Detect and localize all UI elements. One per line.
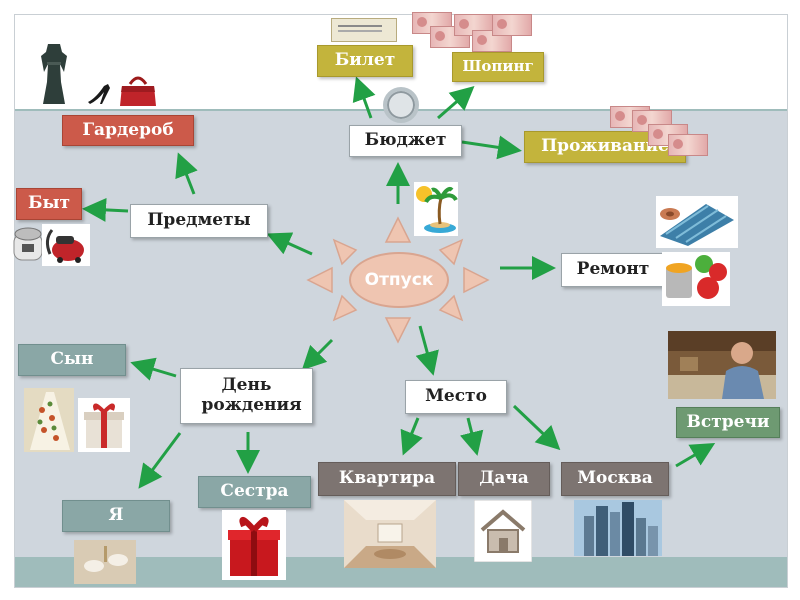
node-shopping: Шопинг (452, 52, 544, 82)
node-moscow: Москва (561, 462, 669, 496)
node-me: Я (62, 500, 170, 532)
gift-box-icon (222, 510, 286, 580)
node-dacha: Дача (458, 462, 550, 496)
node-ticket: Билет (317, 45, 413, 77)
heels-icon (88, 84, 110, 104)
moscow-city-icon (574, 500, 662, 556)
paint-cans-icon (662, 252, 730, 306)
node-accommodation: Проживание (524, 131, 686, 163)
man-photo-icon (668, 331, 776, 399)
arrow-budget-to-shopping (437, 86, 475, 120)
sun-ray (438, 238, 464, 266)
node-budget: Бюджет (349, 125, 462, 157)
arrow-budget-to-ticket (352, 76, 376, 119)
banquet-table-icon (24, 388, 74, 452)
node-wardrobe: Гардероб (62, 115, 194, 146)
sun-ray (463, 266, 490, 294)
arrow-items-to-wardrobe (175, 152, 198, 195)
arrow-center-to-place (415, 325, 439, 376)
node-son: Сын (18, 344, 126, 376)
sun-ray (332, 294, 358, 322)
arrow-items-to-household (82, 197, 129, 222)
palm-island-icon (414, 182, 458, 236)
arrow-birthday-to-son (130, 357, 177, 381)
room-interior-icon (344, 500, 436, 568)
arrow-place-to-dacha (459, 417, 484, 456)
ring-decoration (383, 87, 419, 123)
handbag-icon (120, 76, 156, 106)
node-repair: Ремонт (561, 253, 665, 287)
node-birthday: День рождения (180, 368, 313, 424)
node-meetings: Встречи (676, 407, 780, 438)
ticket-icon (331, 18, 397, 42)
arrow-center-to-items (266, 232, 313, 256)
banknotes-icon (668, 134, 708, 156)
arrow-center-to-birthday (301, 338, 334, 371)
sun-ray (384, 317, 412, 344)
arrow-moscow-to-meetings (675, 442, 716, 468)
node-items: Предметы (130, 204, 268, 238)
sun-ray (384, 216, 412, 243)
wallpaper-rolls-icon (656, 196, 738, 248)
node-place: Место (405, 380, 507, 414)
arrow-budget-to-accommodation (461, 135, 522, 160)
banknotes-icon (492, 14, 532, 36)
arrow-birthday-to-me (138, 432, 182, 489)
dress-icon (41, 44, 67, 104)
node-household: Быт (16, 188, 82, 220)
sun-ray (306, 266, 333, 294)
node-sister: Сестра (198, 476, 311, 508)
table-setting-icon (74, 540, 136, 584)
vacuum-cleaner-icon (42, 224, 90, 266)
sun-ray (438, 294, 464, 322)
multicooker-icon (13, 227, 43, 261)
house-icon (474, 500, 532, 562)
arrow-place-to-apartment (400, 417, 423, 456)
gift-box-icon (78, 398, 130, 452)
sun-ray (332, 238, 358, 266)
arrow-place-to-moscow (512, 404, 561, 451)
center-node-vacation: Отпуск (349, 252, 449, 308)
node-apartment: Квартира (318, 462, 456, 496)
